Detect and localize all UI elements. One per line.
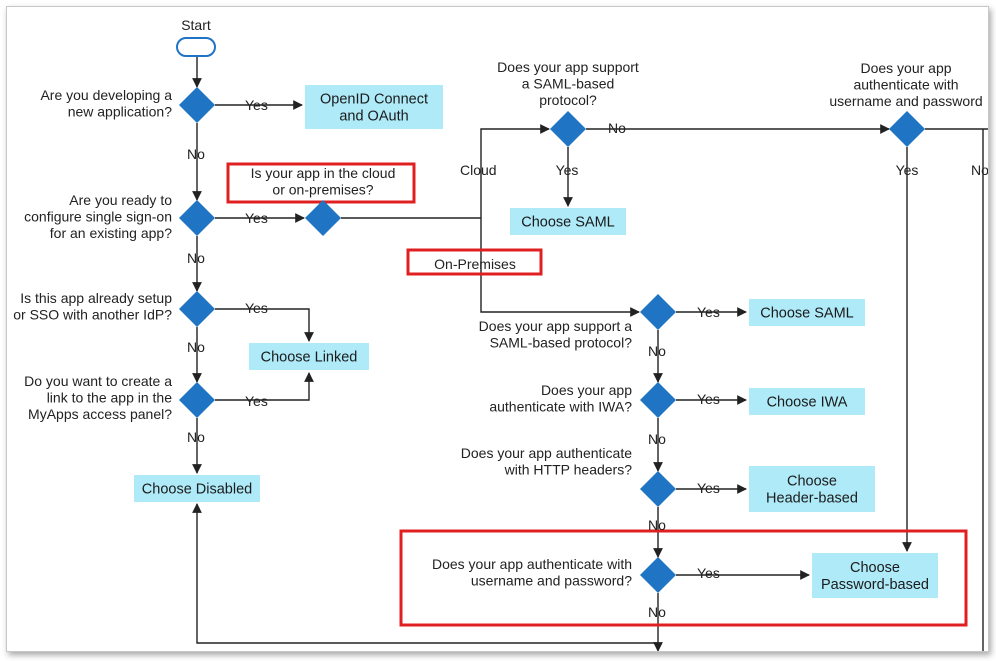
cloud-saml-yes-label: Yes [556, 162, 579, 178]
decision-ready-configure-sso [179, 200, 215, 236]
return-to-disabled [192, 503, 658, 644]
onprem-userpass-no-label: No [648, 604, 666, 620]
onprem-saml-yes-label: Yes [697, 304, 720, 320]
q-ready-configure-sso-line-0: Are you ready to [69, 192, 172, 208]
outcome-choose-linked [249, 343, 369, 370]
q1-no-label: No [187, 146, 205, 162]
outcome-choose-iwa-text-0: Choose IWA [767, 395, 848, 411]
outcome-choose-password-based-text-1: Password-based [821, 577, 929, 593]
q-develop-new-app-line-0: Are you developing a [40, 87, 172, 103]
q2-yes-label: Yes [245, 210, 268, 226]
onprem-iwa-yes-label: Yes [697, 391, 720, 407]
connector-lines [192, 57, 988, 651]
q3-no-label: No [187, 339, 205, 355]
onprem-headers-no-label: No [648, 517, 666, 533]
decision-create-link-myapps [179, 382, 215, 418]
q-onprem-headers-line-1: with HTTP headers? [504, 462, 633, 478]
cloud-userpass-no-label: No [971, 162, 989, 178]
outcome-choose-password-based [812, 553, 938, 598]
decision-onprem-iwa [640, 382, 676, 418]
q4-no-label: No [187, 429, 205, 445]
decision-onprem-headers [640, 471, 676, 507]
outcome-choose-saml-cloud [510, 208, 626, 235]
decision-cloud-userpass [889, 111, 925, 147]
q-cloud-or-onprem-line-1: or on-premises? [272, 182, 373, 198]
flowchart-nodes [134, 37, 938, 598]
q-create-link-myapps-line-1: link to the app in the [47, 390, 173, 406]
cloud-userpass-yes-label: Yes [896, 162, 919, 178]
outcome-choose-disabled [134, 475, 260, 502]
outcome-choose-linked-text-0: Choose Linked [261, 350, 358, 366]
start-label: Start [181, 17, 211, 33]
q3-yes-label: Yes [245, 300, 268, 316]
outcome-choose-iwa [749, 388, 865, 415]
cloud-saml-no-label: No [608, 120, 626, 136]
q-onprem-saml-line-0: Does your app support a [479, 318, 633, 334]
outcome-openid-connect [305, 85, 443, 129]
q-already-setup-sso-line-1: or SSO with another IdP? [13, 307, 172, 323]
decision-cloud-saml [550, 111, 586, 147]
q-cloud-saml-line-0: Does your app support [497, 59, 639, 75]
q-already-setup-sso-line-0: Is this app already setup [20, 290, 172, 306]
decision-onprem-userpass [640, 557, 676, 593]
q-onprem-userpass-line-0: Does your app authenticate with [432, 556, 632, 572]
start-terminator [176, 37, 216, 57]
q-cloud-or-onprem-line-0: Is your app in the cloud [251, 165, 396, 181]
q4-yes [215, 372, 314, 401]
onprem-iwa-no-label: No [648, 431, 666, 447]
outcome-choose-saml-cloud-text-0: Choose SAML [521, 215, 615, 231]
outcome-openid-connect-text-0: OpenID Connect [320, 92, 428, 108]
q-create-link-myapps-line-2: MyApps access panel? [28, 406, 172, 422]
q-cloud-userpass-line-2: username and password [829, 93, 982, 109]
cloud-branch [480, 124, 550, 218]
highlight-on-premises [406, 248, 543, 276]
q-cloud-userpass-line-0: Does your app [860, 60, 951, 76]
outcome-choose-header-based [749, 466, 875, 512]
decision-cloud-or-onprem [305, 200, 341, 236]
q-develop-new-app-line-1: new application? [68, 104, 173, 120]
q-ready-configure-sso-line-1: configure single sign-on [24, 209, 172, 225]
q-cloud-userpass-line-1: authenticate with [853, 77, 958, 93]
decision-develop-new-app [179, 87, 215, 123]
q-onprem-userpass-line-1: username and password? [471, 573, 632, 589]
q-onprem-headers-line-0: Does your app authenticate [461, 445, 632, 461]
onprem-saml-no-label: No [648, 343, 666, 359]
outcome-choose-saml-onprem-text-0: Choose SAML [760, 306, 854, 322]
q-onprem-iwa-line-1: authenticate with IWA? [489, 399, 632, 415]
outcome-choose-header-based-text-0: Choose [787, 474, 837, 490]
decision-already-setup-sso [179, 291, 215, 327]
cloud-label: Cloud [460, 162, 497, 178]
outcome-choose-disabled-text-0: Choose Disabled [142, 482, 252, 498]
q-onprem-saml-line-1: SAML-based protocol? [490, 335, 633, 351]
q3-yes [215, 308, 314, 342]
outcome-choose-saml-onprem [749, 299, 865, 326]
q-cloud-saml-line-2: protocol? [539, 92, 597, 108]
q1-yes-label: Yes [245, 97, 268, 113]
q4-yes-label: Yes [245, 393, 268, 409]
highlight-onprem-userpass [399, 529, 968, 627]
onprem-label: On-Premises [434, 256, 516, 272]
q-onprem-iwa-line-0: Does your app [541, 382, 632, 398]
decision-onprem-saml [640, 294, 676, 330]
onprem-userpass-yes-label: Yes [697, 565, 720, 581]
outcome-openid-connect-text-1: and OAuth [339, 109, 408, 125]
q-create-link-myapps-line-0: Do you want to create a [24, 373, 172, 389]
q2-no-label: No [187, 250, 205, 266]
onprem-headers-yes-label: Yes [697, 480, 720, 496]
outcome-choose-header-based-text-1: Header-based [766, 491, 858, 507]
q-ready-configure-sso-line-2: for an existing app? [50, 225, 172, 241]
outcome-choose-password-based-text-0: Choose [850, 560, 900, 576]
q-cloud-saml-line-1: a SAML-based [522, 76, 615, 92]
